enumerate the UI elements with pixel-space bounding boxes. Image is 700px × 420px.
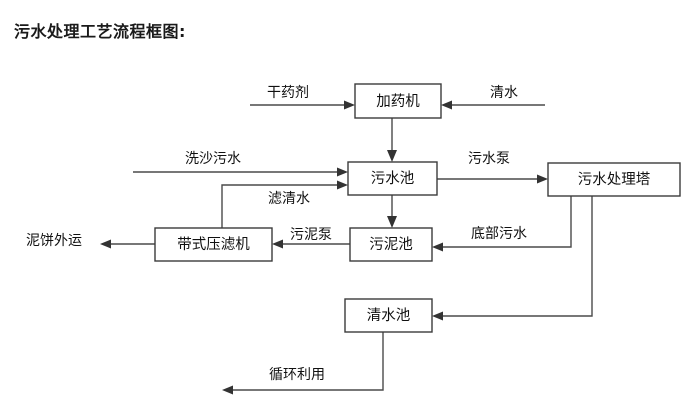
edge-filtered-water (221, 180, 348, 228)
arrow-head (100, 239, 111, 249)
edge-label-clean-water: 清水 (490, 85, 518, 101)
edge-wastewater-pump (437, 174, 548, 184)
edge-line (228, 332, 384, 391)
node-label: 清水池 (367, 307, 411, 324)
edge-line (438, 196, 572, 248)
edge-clean-water (441, 100, 545, 110)
arrow-head (222, 385, 233, 395)
node-box (547, 162, 681, 197)
edge-dry-chemical (250, 100, 355, 110)
page-title: 污水处理工艺流程框图: (14, 22, 186, 41)
node-belt-filter-press[interactable]: 带式压滤机 (154, 227, 273, 262)
edge-line (221, 184, 342, 228)
edge-tower-to-clear-water-pool (432, 196, 593, 321)
node-label: 污泥池 (369, 236, 413, 253)
edge-label-sludge-pump: 污泥泵 (290, 227, 332, 243)
edge-recycling-reuse (222, 332, 384, 395)
edge-dosing-to-wastewater-pool (387, 118, 397, 162)
edge-label-recycling-reuse: 循环利用 (269, 367, 325, 383)
edge-sand-wash-water (133, 167, 348, 177)
edge-label-wastewater-pump: 污水泵 (468, 151, 510, 167)
node-label: 带式压滤机 (177, 236, 250, 253)
arrow-head (344, 100, 355, 110)
node-label: 污水处理塔 (578, 171, 651, 188)
edge-label-filtered-water: 滤清水 (268, 191, 310, 207)
node-box (154, 227, 273, 262)
edge-wastewater-to-sludge-pool (387, 195, 397, 228)
edge-label-bottom-wastewater: 底部污水 (471, 226, 527, 242)
arrow-head (537, 174, 548, 184)
edge-line (438, 196, 593, 317)
edge-sludge-pump (272, 239, 350, 249)
node-clear-water-pool[interactable]: 清水池 (344, 298, 433, 333)
edge-bottom-wastewater (432, 196, 572, 252)
arrow-head (387, 216, 397, 228)
arrow-head (337, 167, 348, 177)
arrow-head (441, 100, 452, 110)
arrow-head (272, 239, 283, 249)
node-sludge-pool[interactable]: 污泥池 (349, 227, 433, 262)
arrow-head (337, 180, 348, 190)
node-box (354, 83, 442, 119)
node-label: 加药机 (376, 93, 420, 110)
arrow-head (432, 311, 443, 321)
node-box (347, 161, 438, 196)
node-box (349, 227, 433, 262)
node-wastewater-pool[interactable]: 污水池 (347, 161, 438, 196)
arrow-head (432, 242, 443, 252)
edge-mud-cake-out (100, 239, 155, 249)
edge-label-mud-cake-out: 泥饼外运 (26, 233, 82, 249)
arrow-head (387, 150, 397, 162)
node-box (344, 298, 433, 333)
node-dosing-machine[interactable]: 加药机 (354, 83, 442, 119)
edge-label-dry-chemical: 干药剂 (267, 85, 309, 101)
node-treatment-tower[interactable]: 污水处理塔 (547, 162, 681, 197)
edge-label-sand-wash-water: 洗沙污水 (185, 151, 241, 167)
node-label: 污水池 (371, 170, 415, 187)
